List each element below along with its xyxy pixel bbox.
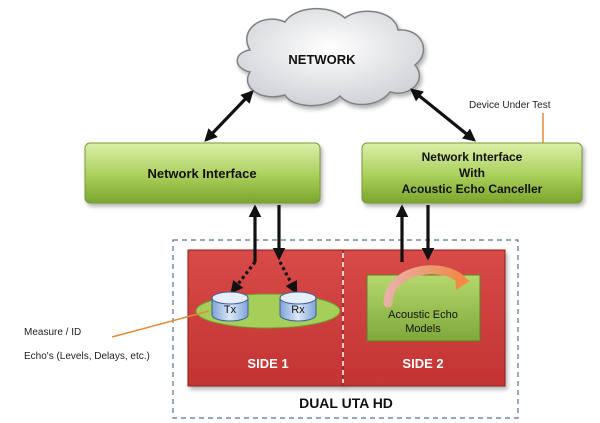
network-interface-box	[84, 142, 321, 204]
right-network-arrow	[410, 88, 476, 142]
aec-interface-line2: With	[459, 166, 485, 180]
measure-label-line2: Echo's (Levels, Delays, etc.)	[24, 351, 150, 362]
tx-label: Tx	[224, 304, 237, 316]
network-cloud	[236, 7, 425, 107]
measure-pointer-line	[111, 310, 210, 338]
aec-models-line1: Acoustic Echo	[388, 309, 458, 321]
dut-label: Device Under Test	[469, 100, 551, 111]
aec-interface-line1: Network Interface	[422, 150, 523, 164]
network-interface-label: Network Interface	[147, 166, 256, 181]
tx-cylinder	[211, 291, 249, 322]
aec-models-line2: Models	[405, 323, 441, 335]
left-network-arrow	[204, 90, 254, 142]
measure-label-line1: Measure / ID	[24, 327, 81, 338]
tx-dotted-arrow	[230, 261, 257, 295]
dual-uta-frame	[172, 239, 519, 419]
rx-label: Rx	[291, 304, 305, 316]
aec-curve-head	[455, 272, 470, 290]
dual-uta-hd-label: DUAL UTA HD	[299, 395, 393, 411]
aec-interface-box	[361, 142, 583, 204]
side1-label: SIDE 1	[247, 356, 288, 371]
aec-curve	[383, 265, 467, 308]
side2-label: SIDE 2	[402, 356, 443, 371]
network-label: NETWORK	[288, 52, 356, 67]
rx-cylinder	[279, 291, 317, 322]
aec-interface-line3: Acoustic Echo Canceller	[402, 182, 543, 196]
